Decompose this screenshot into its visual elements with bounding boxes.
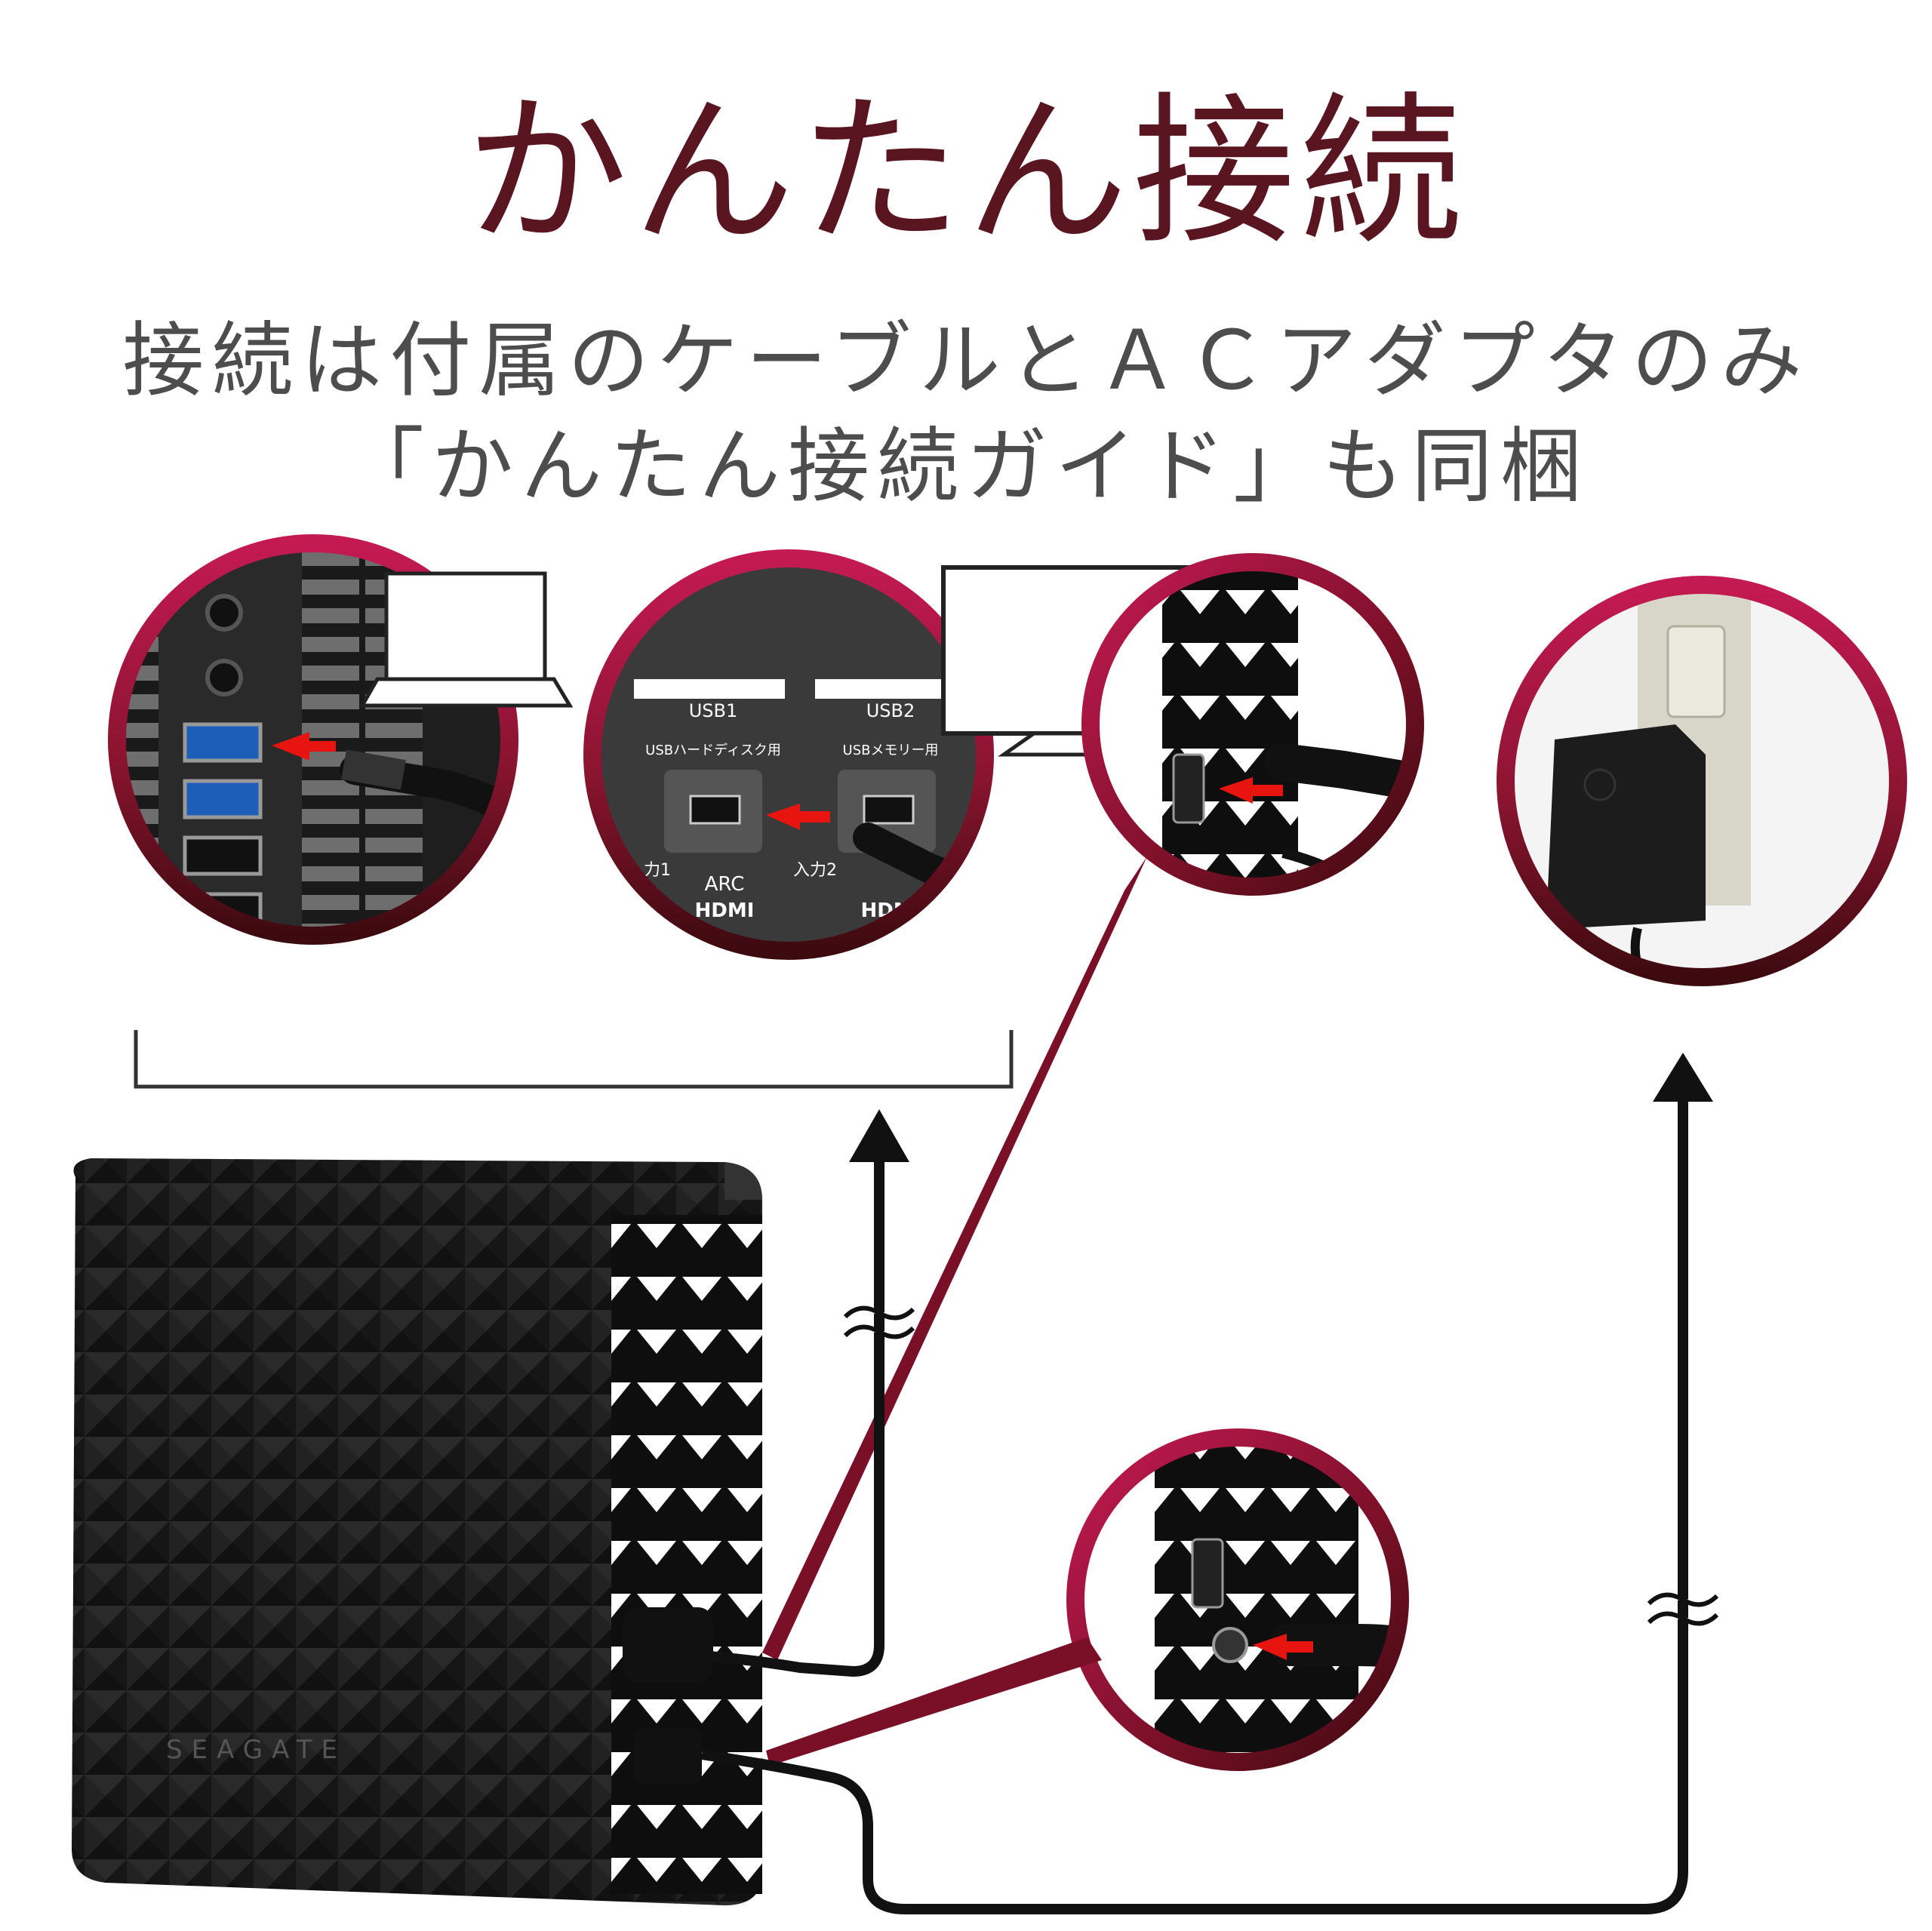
bracket bbox=[134, 1030, 1014, 1089]
arrow-icon bbox=[1219, 777, 1283, 804]
svg-text:入力2: 入力2 bbox=[793, 861, 837, 880]
ac-adapter-zoom bbox=[1497, 576, 1907, 986]
arrow-icon bbox=[1253, 1634, 1313, 1660]
svg-text:USBメモリー用: USBメモリー用 bbox=[843, 743, 939, 758]
svg-text:USB1: USB1 bbox=[689, 700, 738, 721]
svg-text:USBハードディスク用: USBハードディスク用 bbox=[645, 743, 781, 758]
page-title: かんたん接続 bbox=[466, 77, 1466, 266]
svg-text:HDMI: HDMI bbox=[695, 899, 755, 922]
drive-usb-port-zoom bbox=[1081, 553, 1424, 896]
arrow-up-icon bbox=[1653, 1053, 1713, 1102]
arrow-icon bbox=[766, 804, 830, 830]
brand-logo: SEAGATE bbox=[166, 1735, 346, 1765]
external-hdd: SEAGATE bbox=[72, 1158, 762, 1905]
drive-power-port-zoom bbox=[1066, 1428, 1409, 1771]
pc-ports-zoom bbox=[108, 534, 574, 945]
cable-break-icon bbox=[1647, 1592, 1719, 1626]
laptop-icon bbox=[358, 571, 574, 708]
arrow-icon bbox=[272, 732, 336, 761]
power-cable bbox=[700, 1102, 1688, 1914]
callout-wedge-usb bbox=[762, 856, 1147, 1660]
usb-cable bbox=[709, 1162, 884, 1677]
svg-text:USB2: USB2 bbox=[866, 700, 915, 721]
callout-wedge-power bbox=[766, 1637, 1102, 1766]
svg-text:ARC: ARC bbox=[705, 873, 745, 896]
arrow-up-icon bbox=[849, 1109, 909, 1162]
tv-ports-zoom: USB1 USB2 USBハードディスク用 USBメモリー用 ARC HDMI … bbox=[583, 549, 1195, 960]
cable-break-icon bbox=[843, 1305, 915, 1339]
subtitle-line-1: 接続は付属のケーブルとＡＣアダプタのみ bbox=[122, 314, 1810, 408]
subtitle-line-2: 「かんたん接続ガイド」も同梱 bbox=[342, 420, 1589, 514]
